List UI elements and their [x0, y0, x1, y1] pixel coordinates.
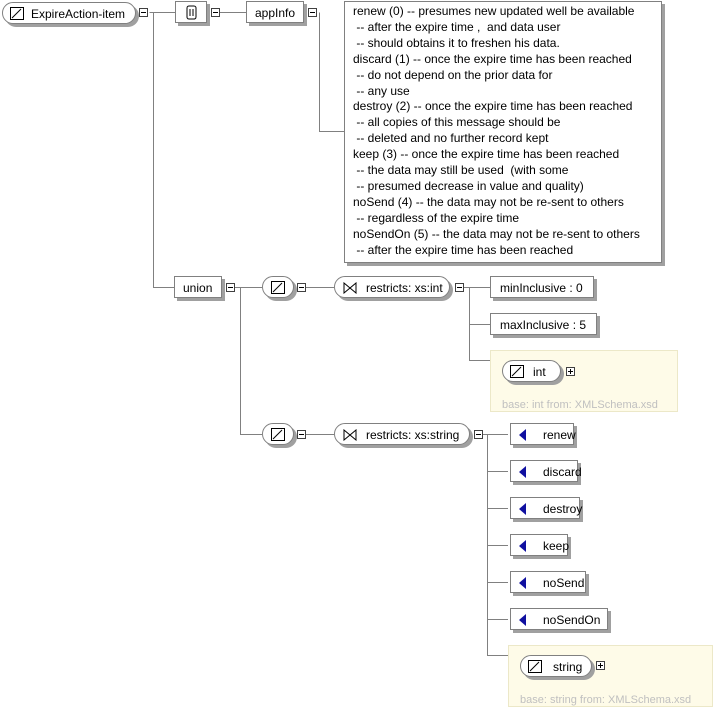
enumeration-icon [519, 577, 526, 589]
base-type-int-node[interactable]: int [502, 360, 561, 382]
doc-line: -- deleted and no further record kept [353, 131, 549, 146]
simple-type-icon [271, 428, 285, 441]
restriction-string-node[interactable]: restricts: xs:string [334, 423, 470, 445]
enumeration-label: keep [543, 539, 570, 553]
appinfo-collapse-toggle[interactable] [308, 8, 317, 17]
doc-line: -- after the expire time has been reache… [353, 242, 574, 257]
doc-line: -- presumed decrease in value and qualit… [353, 178, 584, 193]
doc-line: -- do not depend on the prior data for [353, 67, 553, 82]
doc-line: -- regardless of the expire time [353, 210, 520, 225]
simple-type-icon [528, 660, 542, 673]
enumeration-label: renew [543, 428, 576, 442]
simple-type-icon [510, 365, 524, 378]
enumeration-icon [519, 614, 526, 626]
base-type-int-label: int [533, 365, 546, 379]
enumeration-label: destroy [543, 502, 583, 516]
enumeration-icon [519, 540, 526, 552]
restriction-int-node[interactable]: restricts: xs:int [334, 276, 450, 298]
enumeration-label: noSend [543, 576, 585, 590]
restriction-string-collapse-toggle[interactable] [474, 430, 483, 439]
doc-line: noSend (4) -- the data may not be re-sen… [353, 194, 624, 209]
restriction-int-label: restricts: xs:int [366, 281, 443, 295]
base-type-string-expand-toggle[interactable] [596, 661, 605, 670]
doc-line: -- any use [353, 83, 410, 98]
doc-line: destroy (2) -- once the expire time has … [353, 99, 633, 114]
doc-line: renew (0) -- presumes new updated well b… [353, 4, 635, 18]
doc-line: -- all copies of this message should be [353, 115, 561, 130]
base-type-int-source: base: int from: XMLSchema.xsd [502, 399, 658, 411]
base-type-string-source: base: string from: XMLSchema.xsd [520, 694, 692, 706]
enumeration-icon [519, 503, 526, 515]
enumeration-renew[interactable]: renew [510, 423, 576, 445]
root-type-label: ExpireAction-item [31, 7, 126, 21]
base-type-int-expand-toggle[interactable] [566, 367, 575, 376]
simple-type-icon [10, 7, 24, 20]
doc-line: -- the data may still be used (with some [353, 163, 569, 178]
restriction-int-collapse-toggle[interactable] [455, 283, 464, 292]
appinfo-documentation: renew (0) -- presumes new updated well b… [344, 1, 662, 263]
doc-line: -- after the expire time , and data user [353, 19, 561, 34]
enumeration-nosend[interactable]: noSend [510, 571, 586, 593]
base-type-string-label: string [553, 660, 583, 674]
facet-label: maxInclusive : 5 [500, 318, 587, 332]
enumeration-icon [519, 429, 526, 441]
facet-label: minInclusive : 0 [500, 281, 583, 295]
appinfo-label: appInfo [255, 6, 296, 20]
simple-type-string-collapse-toggle[interactable] [297, 430, 306, 439]
simple-type-node-int[interactable] [262, 276, 294, 298]
annotation-collapse-toggle[interactable] [211, 8, 220, 17]
enumeration-nosendon[interactable]: noSendOn [510, 608, 608, 630]
facet-max-inclusive[interactable]: maxInclusive : 5 [490, 313, 597, 335]
enumeration-keep[interactable]: keep [510, 534, 570, 556]
enumeration-label: noSendOn [543, 613, 601, 627]
restriction-icon [343, 282, 357, 294]
root-type-node[interactable]: ExpireAction-item [2, 2, 136, 24]
annotation-node[interactable] [175, 1, 207, 23]
enumeration-destroy[interactable]: destroy [510, 497, 583, 519]
root-collapse-toggle[interactable] [139, 8, 148, 17]
restriction-icon [343, 429, 357, 441]
union-collapse-toggle[interactable] [226, 283, 235, 292]
base-type-string-node[interactable]: string [520, 655, 592, 677]
doc-line: noSendOn (5) -- the data may not be re-s… [353, 226, 640, 241]
simple-type-int-collapse-toggle[interactable] [297, 283, 306, 292]
union-label: union [183, 281, 213, 295]
doc-line: -- should obtains it to freshen his data… [353, 35, 560, 50]
restriction-string-label: restricts: xs:string [366, 428, 460, 442]
appinfo-node[interactable]: appInfo [246, 1, 304, 23]
enumeration-label: discard [543, 465, 582, 479]
enumeration-discard[interactable]: discard [510, 460, 582, 482]
annotation-icon [186, 5, 197, 20]
enumeration-icon [519, 466, 526, 478]
doc-line: discard (1) -- once the expire time has … [353, 51, 632, 66]
union-node[interactable]: union [174, 276, 222, 298]
facet-min-inclusive[interactable]: minInclusive : 0 [490, 276, 594, 298]
simple-type-node-string[interactable] [262, 423, 294, 445]
doc-line: keep (3) -- once the expire time has bee… [353, 147, 620, 162]
simple-type-icon [271, 281, 285, 294]
